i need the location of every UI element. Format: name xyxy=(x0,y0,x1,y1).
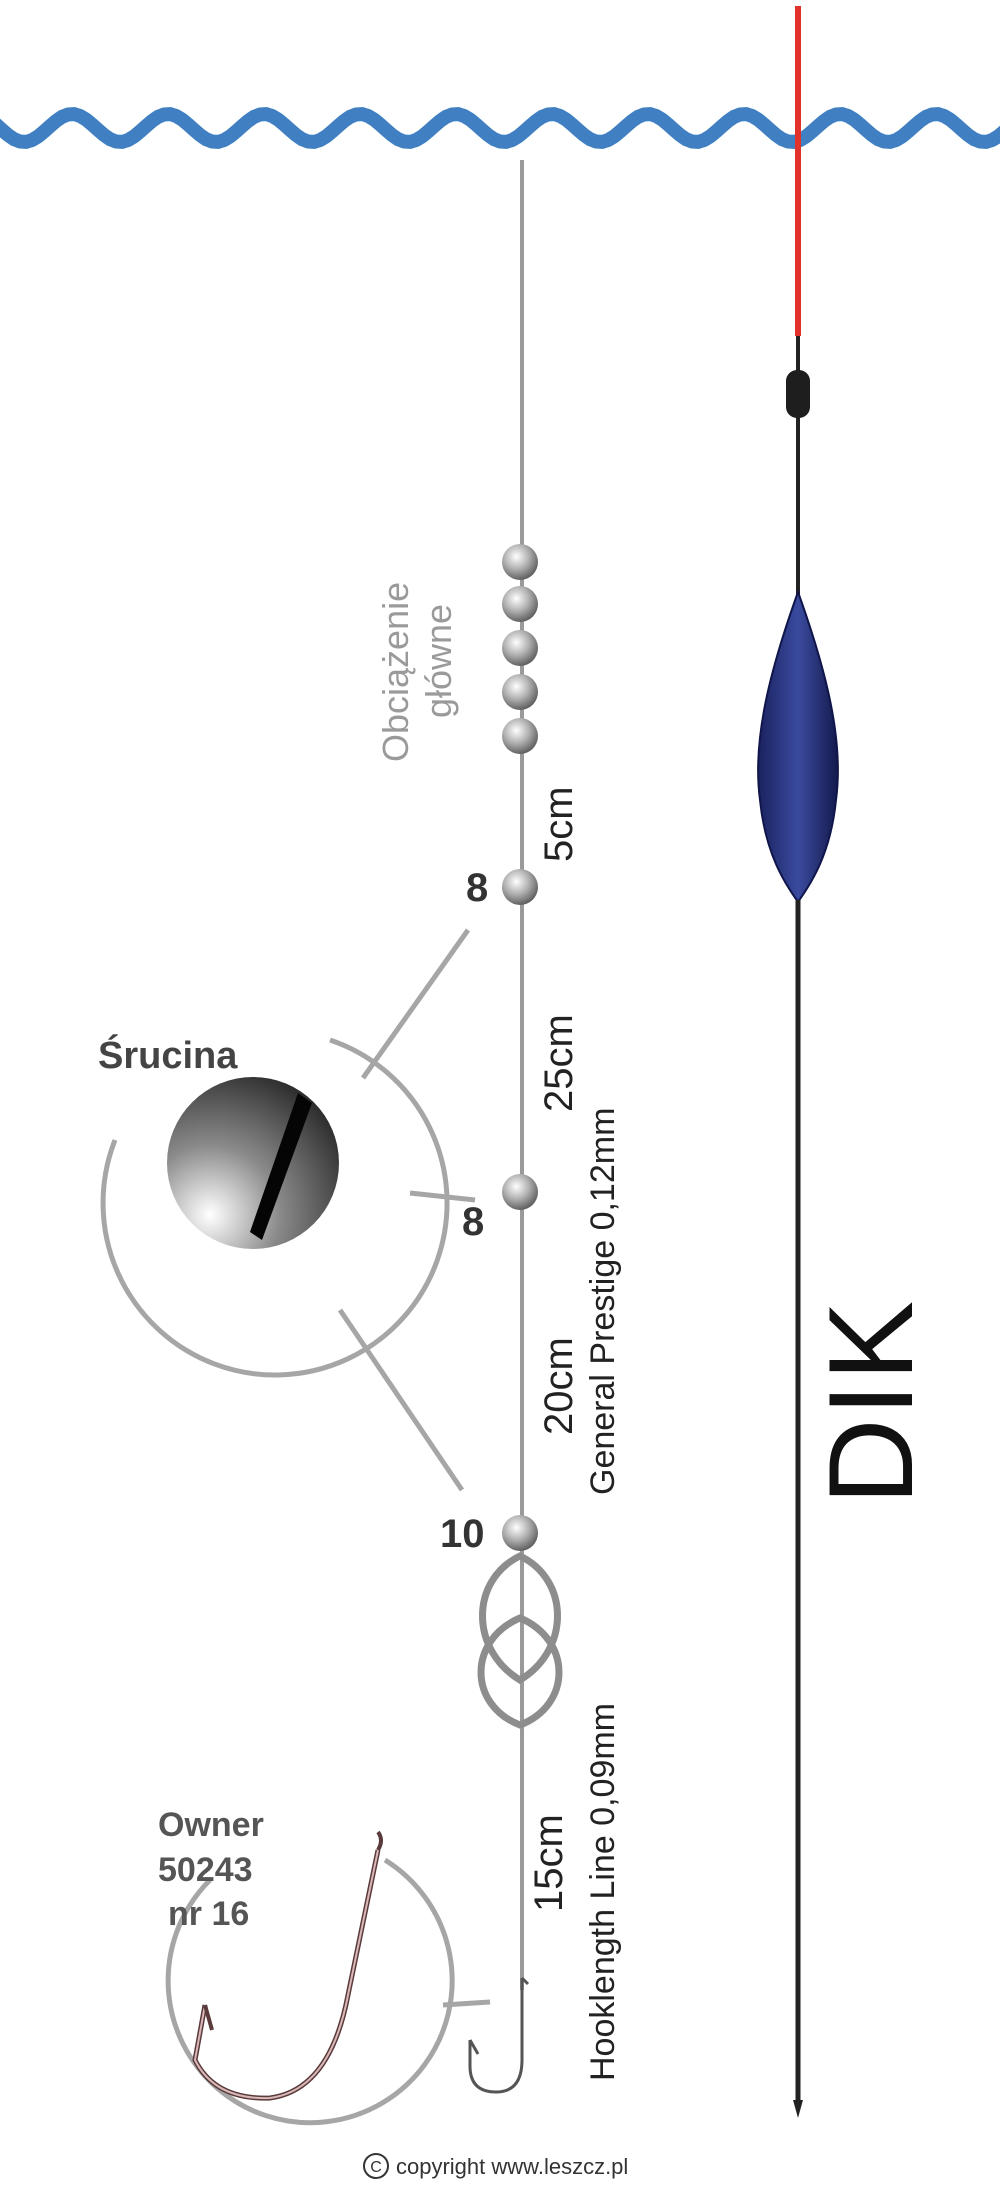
copyright-text: copyright www.leszcz.pl xyxy=(396,2154,629,2179)
shot-size-label-lower: 8 xyxy=(462,1200,485,1244)
float-tip xyxy=(795,6,801,336)
float-eye xyxy=(786,370,810,418)
main-weight-shot xyxy=(502,674,538,710)
distance-5cm: 5cm xyxy=(537,786,581,862)
split-shot-illustration xyxy=(167,1077,339,1249)
loop-knot xyxy=(477,1552,563,1729)
hook-illustration xyxy=(192,1830,383,2101)
dropper-shot-10 xyxy=(502,1515,538,1551)
float-name-label: DIK xyxy=(804,1298,938,1505)
main-weight-shot xyxy=(502,544,538,580)
copyright-icon-glyph: C xyxy=(370,2159,382,2176)
float-body xyxy=(757,589,839,904)
split-shot-slit xyxy=(250,1093,312,1240)
shot-callout-graphic xyxy=(100,928,476,1492)
water-surface-wave xyxy=(0,107,1000,149)
float-graphic xyxy=(757,6,839,2118)
main-weight-label-line2: główne xyxy=(418,603,459,718)
main-weight-shot xyxy=(502,718,538,754)
hook-callout-graphic xyxy=(165,1857,491,2126)
distance-20cm: 20cm xyxy=(537,1337,581,1435)
hooklength-line-spec: Hooklength Line 0,09mm xyxy=(584,1702,622,2081)
distance-25cm: 25cm xyxy=(537,1014,581,1112)
distance-15cm: 15cm xyxy=(527,1814,571,1912)
hook-icon xyxy=(468,1976,530,2094)
hook-brand: Owner xyxy=(158,1806,264,1844)
hook-model: 50243 xyxy=(158,1851,253,1889)
main-line-spec: General Prestige 0,12mm xyxy=(584,1107,622,1495)
main-weight-label-line1: Obciążenie xyxy=(375,581,416,762)
shot-size-label-10: 10 xyxy=(440,1512,485,1556)
copyright-icon xyxy=(363,2153,389,2179)
shot-callout-title: Śrucina xyxy=(98,1035,238,1077)
dropper-shot-8-lower xyxy=(502,1174,538,1210)
main-weight-shot xyxy=(502,586,538,622)
main-weight-group xyxy=(502,544,538,754)
main-weight-shot xyxy=(502,630,538,666)
float-bottom-point xyxy=(793,2100,803,2118)
shot-size-label-upper: 8 xyxy=(466,866,489,910)
dropper-shot-8-upper xyxy=(502,869,538,905)
hook-size: nr 16 xyxy=(168,1895,250,1933)
